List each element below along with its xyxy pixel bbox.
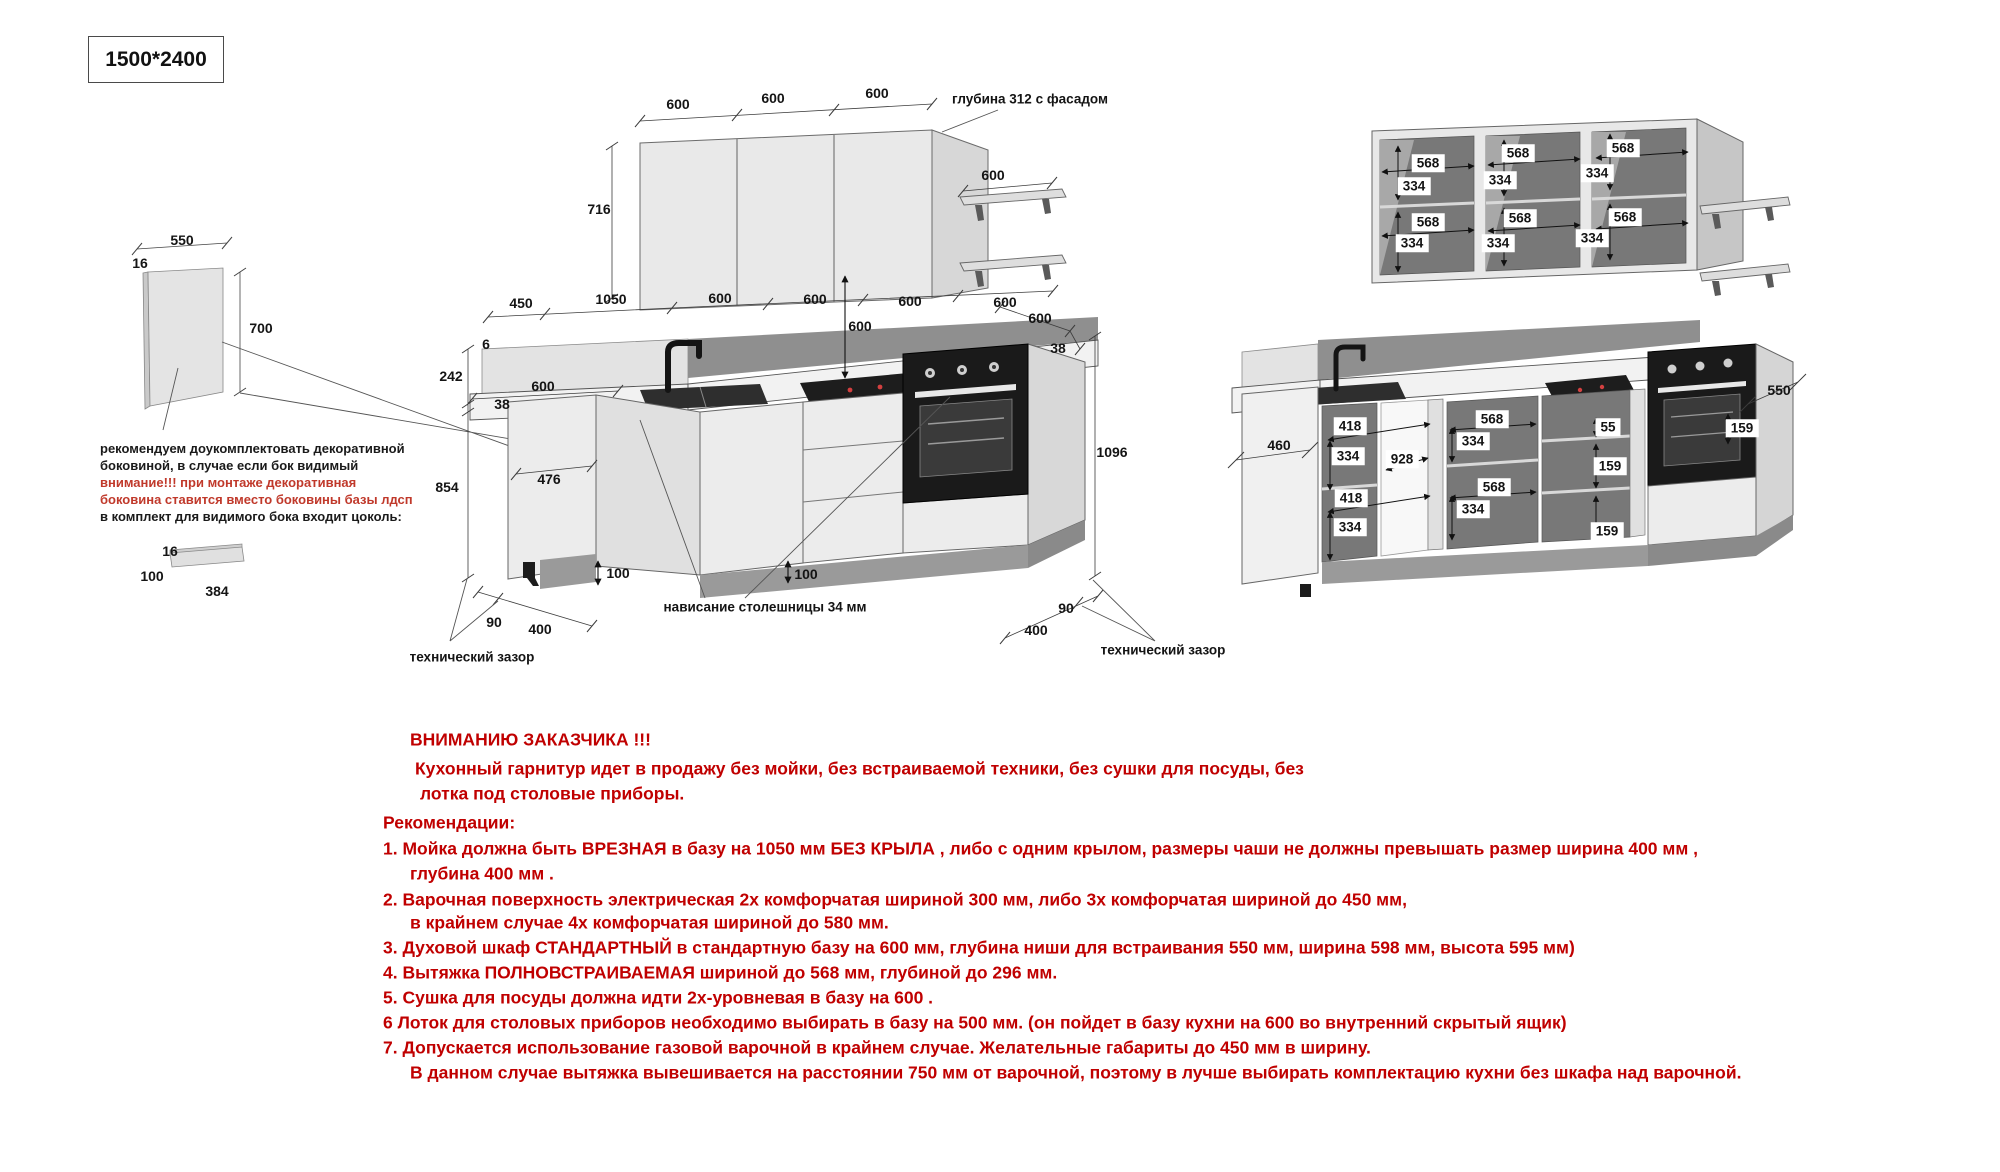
dim-label: 568 <box>1475 410 1509 428</box>
dim-label: 334 <box>1331 447 1365 465</box>
dim-label: 38 <box>1050 340 1066 356</box>
dim-label: 1096 <box>1096 444 1128 460</box>
dim-label: 600 <box>666 96 690 112</box>
dim-label: в крайнем случае 4х комфорчатая шириной … <box>410 912 889 933</box>
dim-label: 600 <box>898 293 922 309</box>
dim-label: 700 <box>249 320 273 336</box>
dim-label: 100 <box>606 565 630 581</box>
dim-label: 568 <box>1503 209 1537 227</box>
dim-label: 550 <box>170 232 194 248</box>
notice-title: ВНИМАНИЮ ЗАКАЗЧИКА !!! <box>410 729 651 750</box>
dim-label: 334 <box>1397 177 1431 195</box>
dim-label: 100 <box>140 568 164 584</box>
dim-label: 418 <box>1333 417 1367 435</box>
sheet-size-label: 1500*2400 <box>88 36 224 83</box>
side-panel-note-line-3: в комплект для видимого бока входит цоко… <box>100 509 402 524</box>
dim-label: 16 <box>162 543 178 559</box>
dim-label: 600 <box>761 90 785 106</box>
side-panel-warning-line-2: боковина ставится вместо боковины базы л… <box>100 492 413 507</box>
side-panel-note-line-2: боковиной, в случае если бок видимый <box>100 458 359 473</box>
dim-label: 476 <box>537 471 561 487</box>
dim-label: 568 <box>1411 213 1445 231</box>
dim-label: 334 <box>1483 171 1517 189</box>
dim-label: 600 <box>708 290 732 306</box>
dim-label: 600 <box>993 294 1017 310</box>
dim-label: 159 <box>1593 457 1627 475</box>
dim-label: 334 <box>1456 432 1490 450</box>
dim-label: 600 <box>981 167 1005 183</box>
dim-label: 400 <box>528 621 552 637</box>
dim-label: 600 <box>1028 310 1052 326</box>
dim-label: глубина 400 мм . <box>410 863 554 884</box>
dim-label: 550 <box>1767 382 1791 398</box>
dim-label: 334 <box>1456 500 1490 518</box>
dim-label: лотка под столовые приборы. <box>420 783 685 804</box>
dim-label: 450 <box>509 295 533 311</box>
dim-label: 716 <box>587 201 611 217</box>
recommendations-title: Рекомендации: <box>383 812 516 833</box>
dim-label: 400 <box>1024 622 1048 638</box>
dim-label: 90 <box>1058 600 1074 616</box>
dim-label: 568 <box>1608 208 1642 226</box>
technical-gap-note: технический зазор <box>409 649 535 665</box>
dim-label: 334 <box>1395 234 1429 252</box>
dim-label: 1. Мойка должна быть ВРЕЗНАЯ в базу на 1… <box>383 838 1699 859</box>
dim-label: 460 <box>1267 437 1291 453</box>
dim-label: 90 <box>486 614 502 630</box>
dim-label: 55 <box>1595 418 1621 436</box>
dim-label: 3. Духовой шкаф СТАНДАРТНЫЙ в стандартну… <box>383 937 1575 958</box>
sheet-size-text: 1500*2400 <box>105 47 207 71</box>
side-panel-warning-line-1: внимание!!! при монтаже декоративная <box>100 475 357 490</box>
dim-label: 568 <box>1411 154 1445 172</box>
dim-label: 854 <box>435 479 459 495</box>
dim-label: 928 <box>1385 450 1419 468</box>
dim-label: В данном случае вытяжка вывешивается на … <box>410 1062 1742 1083</box>
dim-label: 600 <box>865 85 889 101</box>
dim-label: 159 <box>1725 419 1759 437</box>
dim-label: 7. Допускается использование газовой вар… <box>383 1037 1371 1058</box>
dim-label: 568 <box>1501 144 1535 162</box>
dim-label: 100 <box>794 566 818 582</box>
dim-label: 6 <box>482 336 490 352</box>
dim-label: 38 <box>494 396 510 412</box>
side-panel-note-line-1: рекомендуем доукомплектовать декоративно… <box>100 441 405 456</box>
dim-label: 334 <box>1333 518 1367 536</box>
dim-label: 4. Вытяжка ПОЛНОВСТРАИВАЕМАЯ шириной до … <box>383 962 1058 983</box>
dim-label: 242 <box>439 368 463 384</box>
dim-label: 334 <box>1481 234 1515 252</box>
depth-note: глубина 312 с фасадом <box>952 91 1108 107</box>
dim-label: Кухонный гарнитур идет в продажу без мой… <box>415 758 1304 779</box>
dim-label: 16 <box>132 255 148 271</box>
dim-label: 334 <box>1575 229 1609 247</box>
dim-label: 2. Варочная поверхность электрическая 2х… <box>383 889 1407 910</box>
dim-label: 568 <box>1477 478 1511 496</box>
overhang-note: нависание столешницы 34 мм <box>663 599 867 615</box>
dim-label: 1050 <box>595 291 627 307</box>
dim-label: 600 <box>531 378 555 394</box>
dim-label: 384 <box>205 583 229 599</box>
dim-label: 334 <box>1580 164 1614 182</box>
dim-label: 600 <box>848 318 872 334</box>
dim-label: 418 <box>1334 489 1368 507</box>
technical-gap-note: технический зазор <box>1100 642 1226 658</box>
dim-label: 600 <box>803 291 827 307</box>
dim-label: 568 <box>1606 139 1640 157</box>
dim-label: 6 Лоток для столовых приборов необходимо… <box>383 1012 1567 1033</box>
dim-label: 5. Сушка для посуды должна идти 2х-уровн… <box>383 987 934 1008</box>
dim-label: 159 <box>1590 522 1624 540</box>
